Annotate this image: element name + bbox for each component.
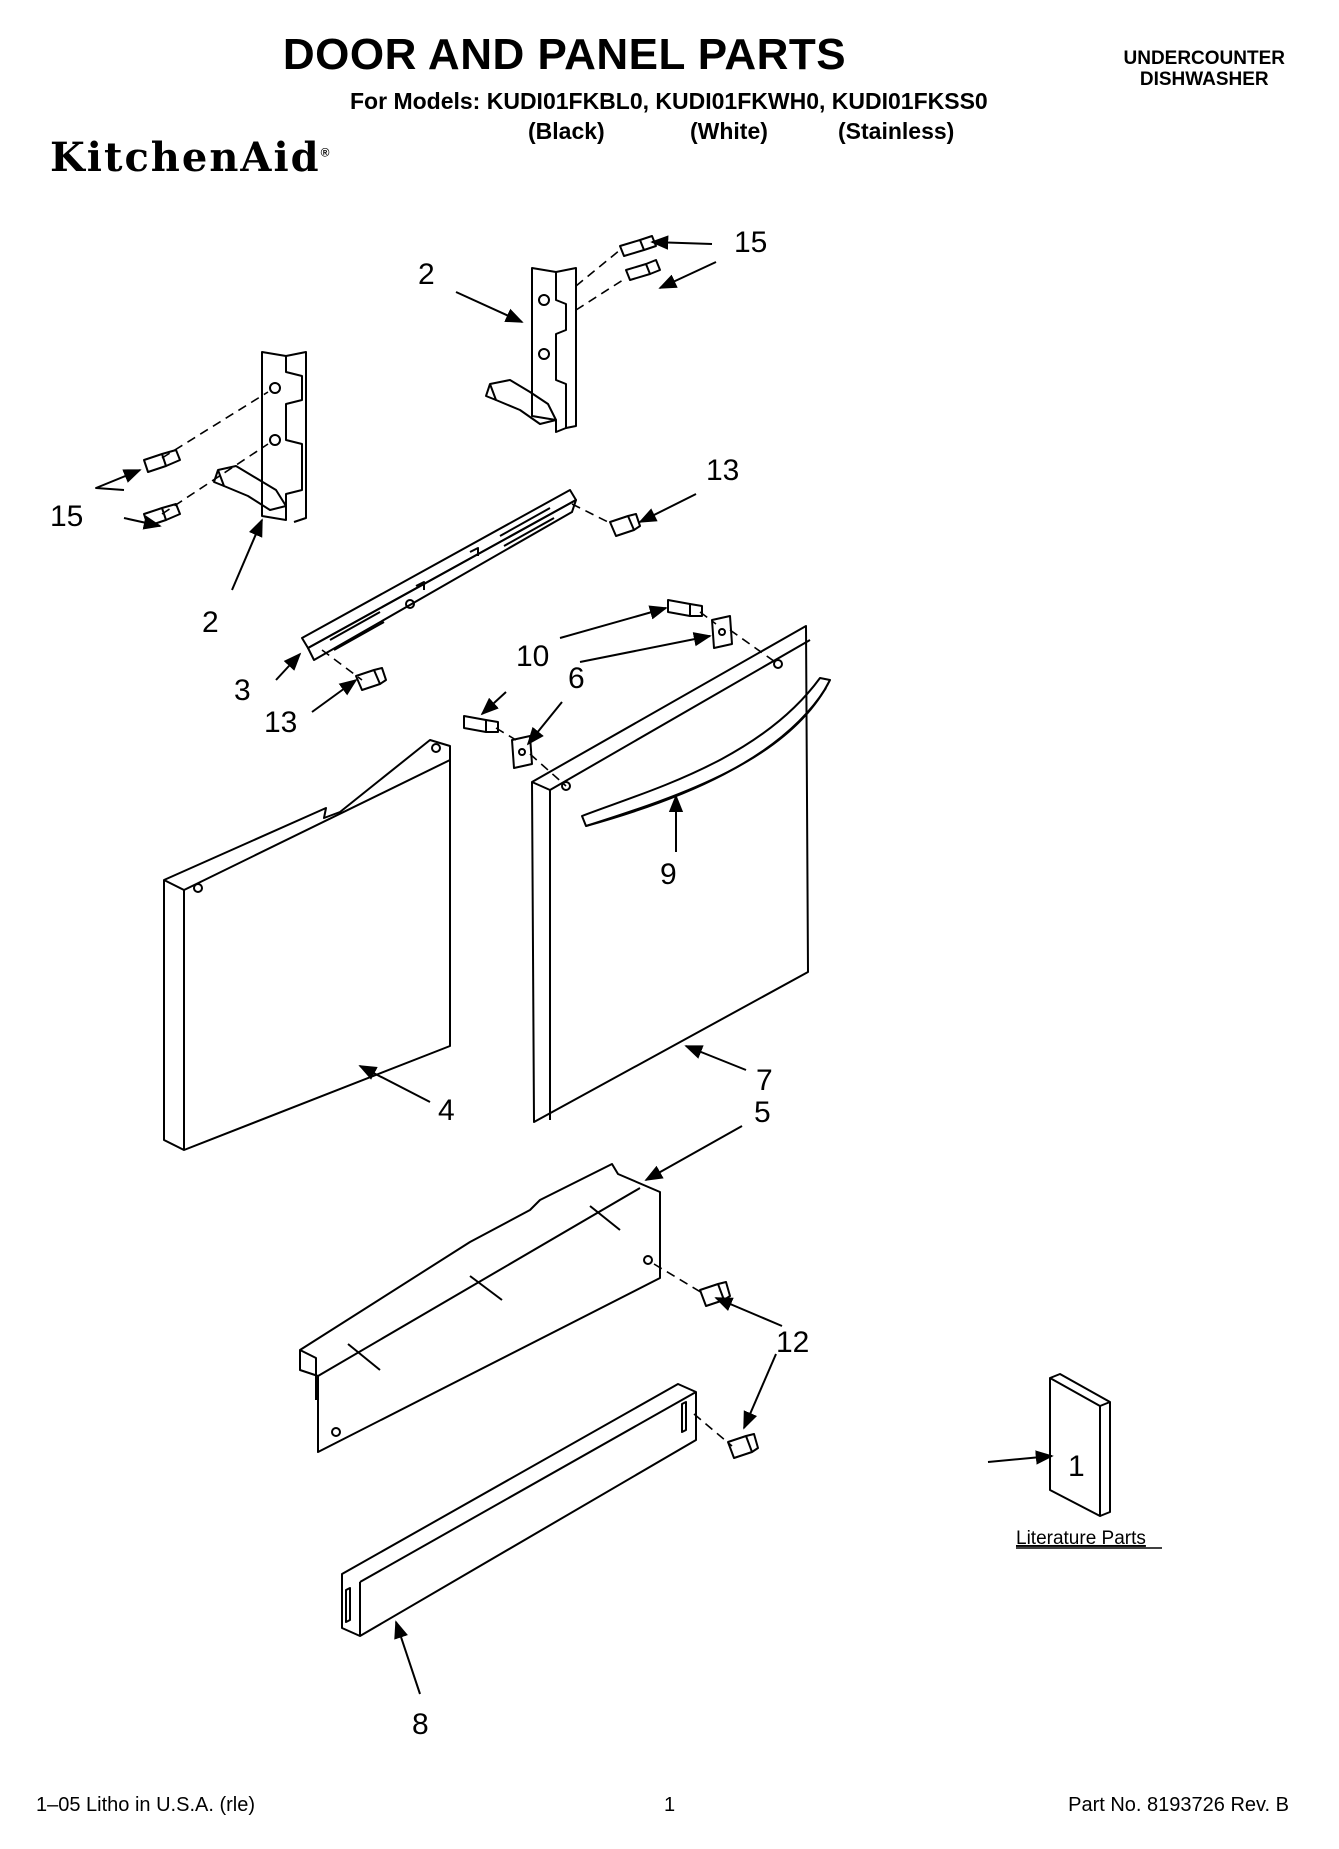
variant-stainless: (Stainless) [838,118,955,144]
callout-9: 9 [660,858,677,891]
variant-white: (White) [690,118,768,144]
washer-6-right [711,615,733,649]
callout-15-lower: 15 [50,500,83,533]
brand-logo: KitchenAid® [50,134,329,181]
screw-15-upper-a [619,235,657,257]
literature-booklet [1049,1373,1111,1517]
screw-15-lower-a [143,449,181,473]
outer-door-panel [531,625,811,1123]
category-line-1: UNDERCOUNTER [1123,48,1286,69]
washer-6-left [511,735,533,769]
screw-13-left [355,667,387,691]
callout-13-upper: 13 [706,454,739,487]
variant-black: (Black) [528,118,605,144]
callout-4: 4 [438,1094,455,1127]
hinge-bracket-left [213,351,307,523]
screw-13-right [609,513,641,537]
appliance-category: UNDERCOUNTER DISHWASHER [1124,48,1286,90]
screw-15-upper-b [625,259,661,281]
hinge-bracket-right [485,267,577,433]
screw-10-left [463,715,499,733]
page-title: DOOR AND PANEL PARTS [0,30,1339,80]
models-line: For Models: KUDI01FKBL0, KUDI01FKWH0, KU… [350,88,988,114]
category-line-2: DISHWASHER [1139,69,1269,90]
brand-name: KitchenAid [50,134,321,181]
callout-2-lower: 2 [202,606,219,639]
leader-arrows [95,235,1054,1695]
callout-10: 10 [516,640,549,673]
mounting-rail [301,489,577,661]
callout-7: 7 [756,1064,773,1097]
screw-10-right [667,599,703,617]
callout-15-upper: 15 [734,226,767,259]
footer-page-number: 1 [664,1794,676,1816]
footer-litho: 1–05 Litho in U.S.A. (rle) [36,1794,255,1816]
callout-3: 3 [234,674,251,707]
callout-8: 8 [412,1708,429,1741]
callout-1: 1 [1068,1450,1085,1483]
literature-parts-label: Literature Parts [1016,1528,1146,1549]
door-handle [581,677,831,827]
toe-kick [341,1383,697,1637]
callout-12: 12 [776,1326,809,1359]
footer-part-number: Part No. 8193726 Rev. B [1068,1794,1289,1816]
lower-panel [299,1163,661,1453]
callout-5: 5 [754,1096,771,1129]
callout-13-lower: 13 [264,706,297,739]
page-title-text: DOOR AND PANEL PARTS [282,30,847,79]
callout-2-upper: 2 [418,258,435,291]
callout-6: 6 [568,662,585,695]
alignment-lines [161,249,779,1447]
inner-door-panel [163,739,451,1151]
screw-12-lower [727,1433,759,1459]
registered-mark: ® [320,145,330,160]
